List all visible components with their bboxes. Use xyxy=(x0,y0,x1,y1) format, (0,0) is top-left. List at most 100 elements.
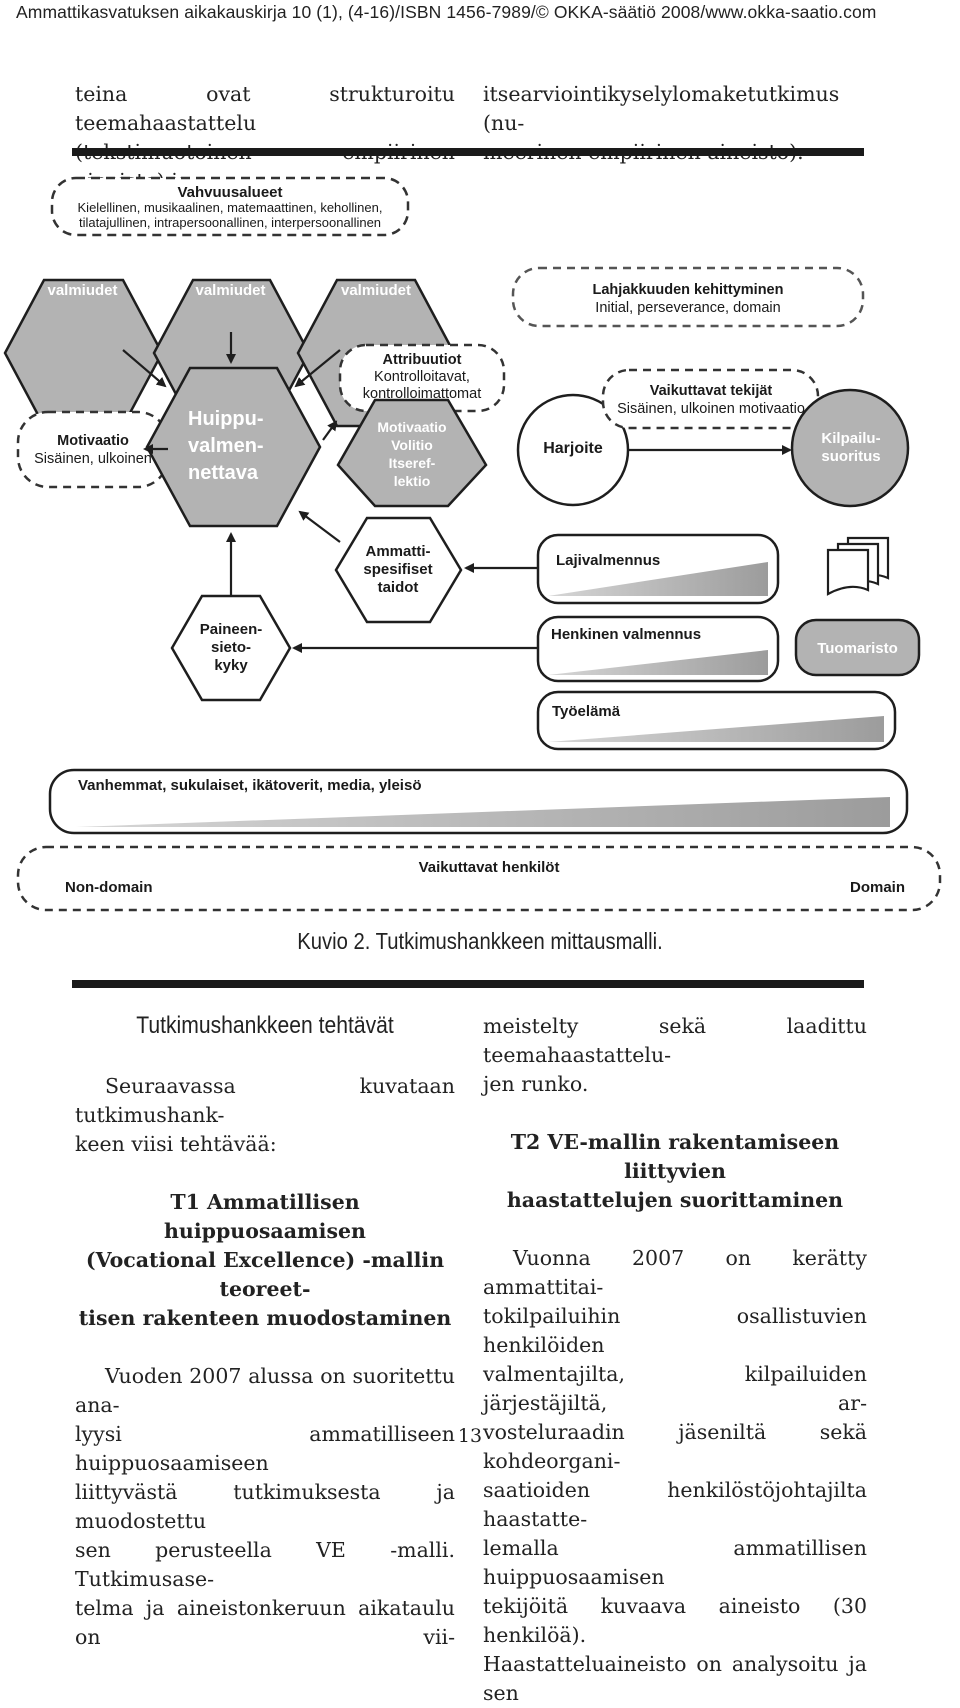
motivaatio-volitio-line: lektio xyxy=(393,473,431,489)
body-line: keen viisi tehtävää: xyxy=(75,1132,277,1156)
body-line: valmentajilta, kilpailuiden järjestäjilt… xyxy=(483,1362,867,1415)
sosiaaliset-hexagon xyxy=(3,278,164,428)
paineensietokyky-label: Paineen- sieto- kyky xyxy=(180,621,282,675)
t1-heading-line: T1 Ammatillisen huippuosaamisen xyxy=(164,1190,366,1243)
attribuutiot-title: Attribuutiot xyxy=(382,352,462,368)
motivaatio-volitio-line: Itseref- xyxy=(388,455,436,471)
ammatti-line: taidot xyxy=(377,579,419,596)
motivaatio-volitio-line: Volitio xyxy=(391,437,433,453)
vaikuttavat-tekijat-title: Vaikuttavat tekijät xyxy=(649,383,773,399)
intro-right-line: itsearviointikyselylomaketutkimus (nu- xyxy=(483,82,840,135)
lajivalmennus-wedge xyxy=(548,562,768,596)
affektiiviset-line: valmiudet xyxy=(340,282,412,299)
body-line: telma ja aineistonkeruun aikataulu on vi… xyxy=(75,1596,455,1649)
konatiiviset-line: valmiudet xyxy=(195,282,266,299)
paineen-line: Paineen- xyxy=(199,621,263,638)
kilpailusuoritus-label: Kilpailu- suoritus xyxy=(800,430,902,466)
body-line: Vuonna 2007 on kerätty ammattitai- xyxy=(483,1246,867,1299)
lahjakkuus-label: Lahjakkuuden kehittyminen Initial, perse… xyxy=(520,281,856,317)
motivaatio-volitio-label: Motivaatio Volitio Itseref- lektio xyxy=(360,418,464,490)
tuomaristo-label: Tuomaristo xyxy=(817,640,898,657)
lahjakkuus-box xyxy=(511,266,865,328)
body-line: Vuoden 2007 alussa on suoritettu ana- xyxy=(75,1364,455,1417)
attribuutiot-box xyxy=(338,343,506,413)
arrow-huippu-to-attribuutiot xyxy=(322,420,338,441)
vahvuusalueet-label: Vahvuusalueet Kielellinen, musikaalinen,… xyxy=(58,184,402,230)
vaikuttavat-tekijat-box xyxy=(601,368,820,430)
bottom-rule xyxy=(72,980,864,988)
arrow-sosiaaliset-to-huippu xyxy=(122,349,167,388)
henkinen-wedge xyxy=(548,650,768,675)
body-line: jen runko. xyxy=(483,1072,589,1096)
huippu-line: valmen- xyxy=(188,435,264,457)
affektiiviset-label: Affektiiviset valmiudet xyxy=(322,264,430,300)
vahvuusalueet-line2: tilatajullinen, intrapersoonallinen, int… xyxy=(78,214,382,230)
lahjakkuus-subtitle: Initial, perseverance, domain xyxy=(595,300,781,316)
ammatti-line: spesifiset xyxy=(363,561,433,578)
paineen-line: sieto- xyxy=(210,639,251,656)
vaikuttavat-tekijat-subtitle: Sisäinen, ulkoinen motivaatio xyxy=(617,401,805,417)
ammatti-line: Ammatti- xyxy=(365,543,431,560)
motivaatio-label: Motivaatio Sisäinen, ulkoinen xyxy=(20,432,166,468)
huippu-line: Huippu- xyxy=(188,408,264,430)
body-line: meistelty sekä laadittu teemahaastattelu… xyxy=(483,1014,867,1067)
kilpailu-line: Kilpailu- xyxy=(821,430,881,447)
henkinen-label: Henkinen valmennus xyxy=(551,626,702,643)
t2-heading-line: T2 VE-mallin rakentamiseen liittyvien xyxy=(510,1130,840,1183)
domain-label: Domain xyxy=(850,879,906,896)
motivaatio-volitio-line: Motivaatio xyxy=(377,419,447,435)
vahvuusalueet-box xyxy=(50,176,410,237)
body-line: Haastatteluaineisto on analysoitu ja sen xyxy=(483,1652,867,1705)
body-line: Seuraavassa kuvataan tutkimushank- xyxy=(75,1074,455,1127)
lajivalmennus-label: Lajivalmennus xyxy=(556,552,661,569)
t1-heading-line: tisen rakenteen muodostaminen xyxy=(78,1306,452,1330)
intro-right-column: itsearviointikyselylomaketutkimus (nu- m… xyxy=(483,80,867,167)
ammattispesifiset-hexagon xyxy=(334,516,463,624)
konatiiviset-label: Konatiiviset valmiudet xyxy=(178,264,283,300)
vaikuttavat-tekijat-label: Vaikuttavat tekijät Sisäinen, ulkoinen m… xyxy=(606,382,816,418)
left-body-column: Seuraavassa kuvataan tutkimushank- keen … xyxy=(75,1072,455,1652)
tyoelama-label: Työelämä xyxy=(552,703,621,720)
figure-caption: Kuvio 2. Tutkimushankkeen mittausmalli. xyxy=(297,928,663,954)
body-line: sen perusteella VE -malli. Tutkimusase- xyxy=(75,1538,455,1591)
motivaatio-title: Motivaatio xyxy=(57,433,129,449)
arrow-affektiiviset-to-huippu xyxy=(294,349,341,388)
running-header: Ammattikasvatuksen aikakauskirja 10 (1),… xyxy=(16,2,877,22)
non-domain-label: Non-domain xyxy=(65,879,153,896)
motivaatio-volitio-hexagon xyxy=(336,398,488,508)
measurement-model-diagram: Vahvuusalueet Kielellinen, musikaalinen,… xyxy=(0,150,960,930)
konatiiviset-line: Konatiiviset xyxy=(187,264,274,281)
sosiaaliset-label: Sosiaaliset valmiudet xyxy=(30,264,135,300)
affektiiviset-line: Affektiiviset xyxy=(333,264,419,281)
tyoelama-wedge xyxy=(548,716,884,742)
paineensietokyky-hexagon xyxy=(170,594,292,702)
diagram-graphics xyxy=(3,176,942,912)
vahvuusalueet-title: Vahvuusalueet xyxy=(177,184,283,201)
attribuutiot-line: Kontrolloitavat, xyxy=(374,369,470,385)
body-line: lemalla ammatillisen huippuosaamisen xyxy=(483,1536,867,1589)
body-line: liittyvästä tutkimuksesta ja muodostettu xyxy=(75,1480,455,1533)
sosiaaliset-line: valmiudet xyxy=(47,282,118,299)
page-number: 13 xyxy=(457,1425,483,1447)
harjoite-label: Harjoite xyxy=(543,440,603,457)
vaikuttavat-henkilot-label: Vaikuttavat henkilöt xyxy=(418,859,560,876)
body-line: tokilpailuihin osallistuvien henkilöiden xyxy=(483,1304,867,1357)
attribuutiot-label: Attribuutiot Kontrolloitavat, kontrolloi… xyxy=(344,352,500,403)
body-line: saatioiden henkilöstöjohtajilta haastatt… xyxy=(483,1478,867,1531)
vanhemmat-label: Vanhemmat, sukulaiset, ikätoverit, media… xyxy=(78,777,422,794)
huippu-label: Huippu- valmen- nettava xyxy=(170,406,308,487)
arrow-ammatti-to-huippu xyxy=(298,510,341,543)
motivaatio-subtitle: Sisäinen, ulkoinen xyxy=(34,451,152,467)
sosiaaliset-line: Sosiaaliset xyxy=(43,264,122,281)
vanhemmat-wedge xyxy=(76,797,890,827)
attribuutiot-line: kontrolloimattomat xyxy=(362,386,482,402)
vahvuusalueet-line1: Kielellinen, musikaalinen, matemaattinen… xyxy=(77,200,383,215)
tuomaristo-box xyxy=(794,618,921,677)
lahjakkuus-title: Lahjakkuuden kehittyminen xyxy=(592,282,784,298)
kilpailusuoritus-circle xyxy=(790,388,910,508)
vaikuttavat-henkilot-box xyxy=(16,845,942,912)
kilpailu-line: suoritus xyxy=(821,448,881,465)
section-title: Tutkimushankkeen tehtävät xyxy=(136,1012,394,1039)
intro-left-line: teina ovat strukturoitu teemahaastattelu xyxy=(75,82,455,135)
body-line: tekijöitä kuvaava aineisto (30 henkilöä)… xyxy=(483,1594,867,1647)
